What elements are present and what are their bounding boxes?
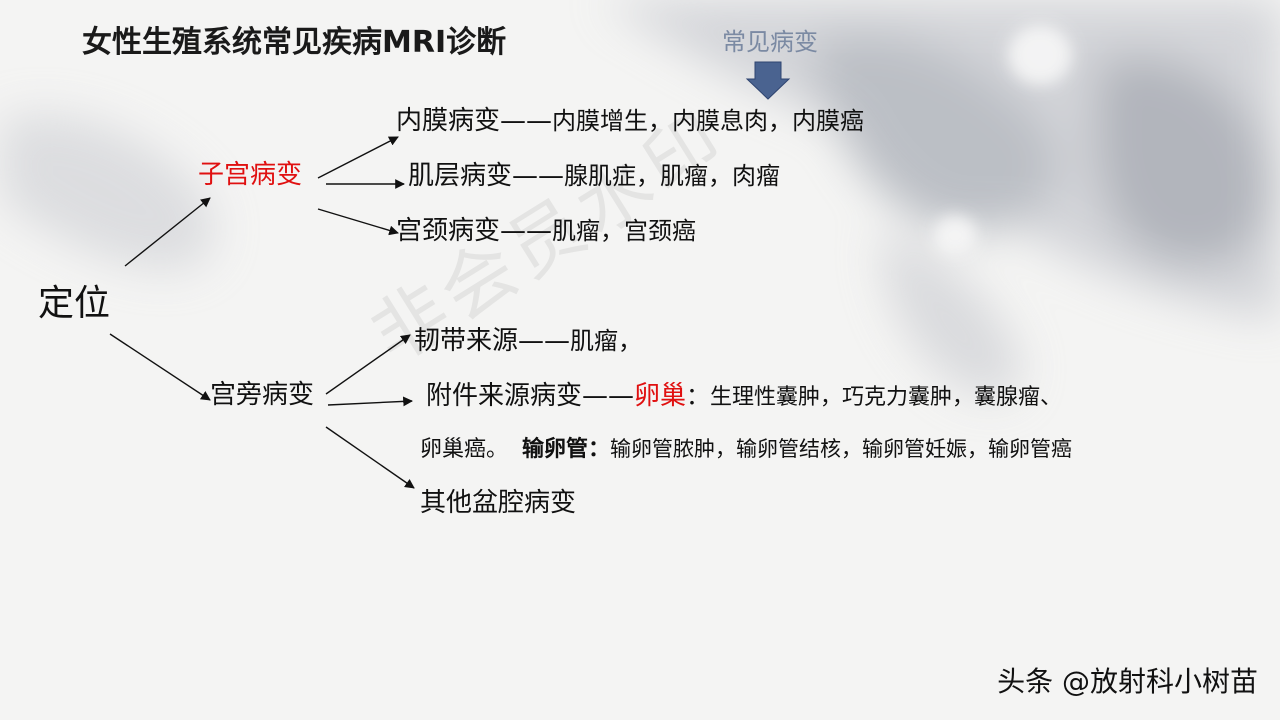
leaf-cervix-detail: 肌瘤，宫颈癌 <box>552 217 697 245</box>
leaf-myometrium-lead: 肌层病变—— <box>408 161 565 191</box>
leaf-cervix-lead: 宫颈病变—— <box>396 216 553 246</box>
ovary-colon: ： <box>686 382 711 410</box>
arrow-parametrium-to-other <box>325 426 415 489</box>
common-lesions-annotation: 常见病变 <box>722 28 818 56</box>
leaf-cervix: 宫颈病变——肌瘤，宫颈癌 <box>396 218 696 244</box>
leaf-ligament-detail: 肌瘤， <box>570 327 643 355</box>
ovary-detail-continued: 卵巢癌。 <box>420 437 509 462</box>
arrow-uterus-to-cervix <box>317 208 399 236</box>
ovary-label: 卵巢 <box>634 381 687 411</box>
branch-parametrium-label: 宫旁病变 <box>210 380 315 410</box>
footer-watermark: 头条 @放射科小树苗 <box>997 665 1258 698</box>
page-title: 女性生殖系统常见疾病MRI诊断 <box>82 25 507 60</box>
leaf-adnexa-lead: 附件来源病变—— <box>426 381 635 411</box>
leaf-ligament: 韧带来源——肌瘤， <box>414 328 642 354</box>
arrow-root-to-parametrium <box>109 333 211 401</box>
leaf-adnexa: 附件来源病变——卵巢：生理性囊肿，巧克力囊肿，囊腺瘤、 <box>426 383 1062 409</box>
arrow-parametrium-to-adnexa <box>327 396 413 407</box>
leaf-myometrium: 肌层病变——腺肌症，肌瘤，肉瘤 <box>408 163 780 189</box>
arrow-root-to-uterus <box>124 197 211 267</box>
branch-uterus-label: 子宫病变 <box>198 160 303 190</box>
arrow-parametrium-to-ligament <box>325 334 411 395</box>
ovary-detail: 生理性囊肿，巧克力囊肿，囊腺瘤、 <box>710 385 1063 410</box>
leaf-adnexa-continued: 卵巢癌。输卵管：输卵管脓肿，输卵管结核，输卵管妊娠，输卵管癌 <box>420 439 1072 461</box>
leaf-ligament-lead: 韧带来源—— <box>414 326 571 356</box>
leaf-endometrium: 内膜病变——内膜增生，内膜息肉，内膜癌 <box>396 108 864 134</box>
root-node-localization: 定位 <box>38 283 111 324</box>
leaf-endometrium-lead: 内膜病变—— <box>396 106 553 136</box>
leaf-other-pelvic: 其他盆腔病变 <box>420 488 577 518</box>
leaf-endometrium-detail: 内膜增生，内膜息肉，内膜癌 <box>552 107 865 135</box>
arrow-uterus-to-endometrium <box>317 136 399 179</box>
fallopian-tube-detail: 输卵管脓肿，输卵管结核，输卵管妊娠，输卵管癌 <box>610 437 1073 461</box>
leaf-myometrium-detail: 腺肌症，肌瘤，肉瘤 <box>564 162 781 190</box>
down-arrow-icon <box>745 61 791 100</box>
fallopian-tube-label: 输卵管： <box>522 437 611 462</box>
